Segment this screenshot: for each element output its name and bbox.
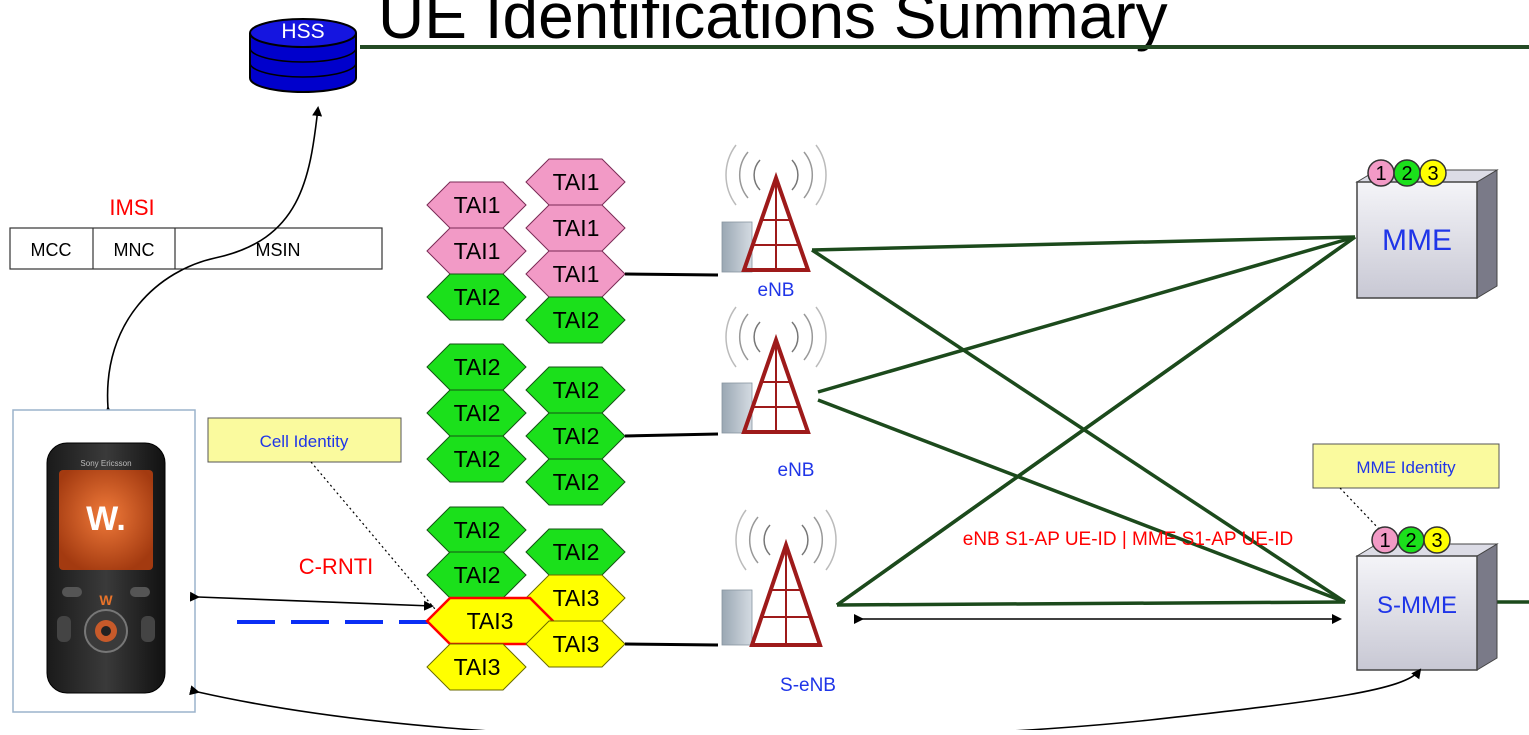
s1-link-enb2-mme xyxy=(817,235,1356,394)
svg-text:TAI2: TAI2 xyxy=(553,539,600,565)
tracking-area-group-top: TAI1 TAI1 TAI1 TAI1 TAI1 TAI2 TAI2 xyxy=(426,158,719,344)
imsi-field-mnc: MNC xyxy=(114,240,155,260)
imsi-structure: IMSI MCC MNC MSIN xyxy=(9,195,383,270)
svg-text:TAI2: TAI2 xyxy=(454,517,501,543)
s1-link-enb1-smme xyxy=(811,248,1346,604)
tai-cell: TAI2 xyxy=(525,366,626,414)
tracking-area-group-middle: TAI2 TAI2 TAI2 TAI2 TAI2 TAI2 xyxy=(426,343,719,506)
svg-text:TAI2: TAI2 xyxy=(454,400,501,426)
page-title: UE Identifications Summary xyxy=(378,0,1168,52)
tai-cell: TAI2 xyxy=(426,343,527,391)
imsi-field-msin: MSIN xyxy=(256,240,301,260)
tai-cell: TAI2 xyxy=(525,458,626,506)
svg-text:TAI1: TAI1 xyxy=(553,215,600,241)
serving-mme-node[interactable]: S-MME 1 2 3 xyxy=(1355,526,1499,671)
cell-tower-icon xyxy=(721,509,837,647)
c-rnti-label: C-RNTI xyxy=(299,554,374,579)
tai-cell: TAI2 xyxy=(525,296,626,344)
tai-cell: TAI2 xyxy=(426,389,527,437)
tai-cell: TAI1 xyxy=(525,250,626,298)
svg-text:2: 2 xyxy=(1401,163,1412,185)
tai-cell: TAI2 xyxy=(426,506,527,554)
svg-text:TAI2: TAI2 xyxy=(454,354,501,380)
tai-cell: TAI1 xyxy=(426,181,527,229)
s1-link-enb1-mme xyxy=(811,235,1356,252)
serving-mme-code-badges: 1 2 3 xyxy=(1371,526,1451,554)
title-area: UE Identifications Summary xyxy=(360,0,1529,52)
tai-cell: TAI2 xyxy=(525,412,626,460)
svg-text:1: 1 xyxy=(1375,163,1386,185)
s1-link-enb2-smme xyxy=(817,398,1346,604)
c-rnti-arrow xyxy=(189,591,434,611)
mme-identity-label: MME Identity xyxy=(1356,458,1456,477)
enb-middle[interactable]: eNB xyxy=(721,306,827,481)
svg-text:TAI1: TAI1 xyxy=(553,169,600,195)
hss-database-icon xyxy=(249,18,357,93)
tai-cell: TAI3 xyxy=(525,620,626,668)
cell-tower-icon xyxy=(721,144,827,273)
imsi-hss-link xyxy=(103,106,323,417)
hss-node[interactable]: HSS xyxy=(249,18,357,93)
tai-cell: TAI1 xyxy=(525,158,626,206)
ue-phone[interactable]: W. Sony Ericsson W xyxy=(12,409,196,713)
cell-tower-icon xyxy=(721,306,827,434)
imsi-label: IMSI xyxy=(109,195,154,220)
svg-text:TAI3: TAI3 xyxy=(553,585,600,611)
svg-text:TAI2: TAI2 xyxy=(454,562,501,588)
mme-identity-callout: MME Identity xyxy=(1312,443,1500,531)
mme-node[interactable]: MME 1 2 3 xyxy=(1355,159,1499,299)
svg-text:3: 3 xyxy=(1427,163,1438,185)
tai-cell: TAI2 xyxy=(426,435,527,483)
tai-cell: TAI3 xyxy=(525,574,626,622)
enb-top[interactable]: eNB xyxy=(721,144,827,301)
svg-text:3: 3 xyxy=(1431,530,1442,552)
svg-text:TAI1: TAI1 xyxy=(454,238,501,264)
svg-text:TAI2: TAI2 xyxy=(553,377,600,403)
tai-cell: TAI2 xyxy=(426,551,527,599)
enb-top-label: eNB xyxy=(758,280,795,301)
svg-text:TAI1: TAI1 xyxy=(454,192,501,218)
cell-identity-label: Cell Identity xyxy=(260,432,349,451)
tai-cell: TAI1 xyxy=(426,227,527,275)
svg-text:TAI2: TAI2 xyxy=(454,446,501,472)
svg-text:TAI3: TAI3 xyxy=(467,608,514,634)
phone-icon: W. Sony Ericsson W xyxy=(46,442,166,694)
svg-text:TAI2: TAI2 xyxy=(454,284,501,310)
server-box-icon xyxy=(1355,169,1499,299)
tai-cell: TAI1 xyxy=(525,204,626,252)
enb-serving[interactable]: S-eNB xyxy=(721,509,837,696)
serving-mme-label: S-MME xyxy=(1377,592,1457,619)
svg-text:TAI3: TAI3 xyxy=(553,631,600,657)
mme-code-badges: 1 2 3 xyxy=(1367,159,1447,187)
svg-text:2: 2 xyxy=(1405,530,1416,552)
hss-label: HSS xyxy=(281,20,324,43)
svg-text:1: 1 xyxy=(1379,530,1390,552)
mme-label: MME xyxy=(1382,224,1452,257)
tai-cell: TAI2 xyxy=(525,528,626,576)
c-rnti-identifier: C-RNTI xyxy=(189,554,434,624)
svg-text:Sony Ericsson: Sony Ericsson xyxy=(80,459,131,468)
svg-text:TAI2: TAI2 xyxy=(553,307,600,333)
enb-serving-label: S-eNB xyxy=(780,675,836,696)
svg-text:W: W xyxy=(99,592,113,608)
cell-identity-callout: Cell Identity xyxy=(207,417,441,616)
svg-text:TAI2: TAI2 xyxy=(553,469,600,495)
s1-link-senb-smme xyxy=(836,600,1346,607)
svg-text:W.: W. xyxy=(86,500,126,538)
enb-middle-label: eNB xyxy=(778,460,815,481)
tai-cell: TAI3 xyxy=(426,643,527,691)
s1-links xyxy=(811,235,1529,607)
s1-link-mme-senb-cross xyxy=(835,235,1357,607)
svg-text:TAI1: TAI1 xyxy=(553,261,600,287)
s1ap-identifier: eNB S1-AP UE-ID | MME S1-AP UE-ID xyxy=(854,529,1342,624)
tracking-area-group-bottom: TAI2 TAI2 TAI2 TAI3 TAI3 TAI3 TAI3 xyxy=(425,506,719,691)
imsi-field-mcc: MCC xyxy=(31,240,72,260)
s1ap-ue-id-label: eNB S1-AP UE-ID | MME S1-AP UE-ID xyxy=(963,529,1293,550)
tai-cell: TAI2 xyxy=(426,273,527,321)
svg-text:TAI3: TAI3 xyxy=(454,654,501,680)
svg-text:TAI2: TAI2 xyxy=(553,423,600,449)
